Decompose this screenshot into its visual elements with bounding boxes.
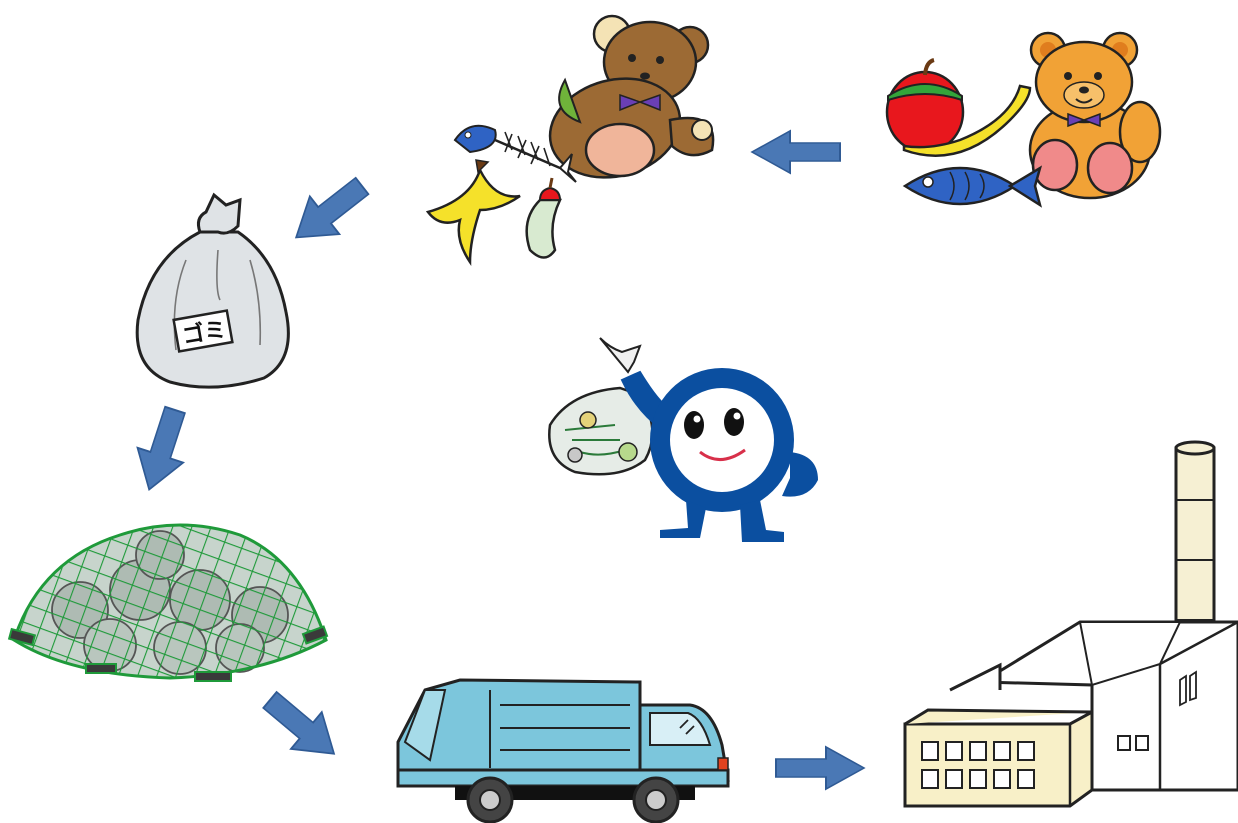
arrow-down-icon <box>125 401 199 498</box>
garbage-bag-icon: ゴミ <box>135 192 290 389</box>
apple-core-icon <box>525 177 562 259</box>
mascot-holding-bag-icon <box>548 337 818 542</box>
banana-icon <box>902 84 1032 157</box>
garbage-truck-icon <box>396 678 730 823</box>
fish-bone-peel-old-teddy-bear-icon <box>425 14 715 267</box>
mascot-bag-icon <box>548 337 654 476</box>
fish-icon <box>902 165 1043 208</box>
teddy-bear-icon <box>1028 31 1162 200</box>
bag-label: ゴミ <box>172 309 234 353</box>
apple-icon <box>885 58 965 154</box>
old-teddy-bear-icon <box>548 14 715 179</box>
arrow-right-icon <box>775 746 865 790</box>
arrow-left-icon <box>751 130 841 174</box>
arrow-down-right-icon <box>253 680 351 774</box>
banana-peel-icon <box>425 159 521 267</box>
arrow-down-left-icon <box>280 166 378 258</box>
incineration-plant-icon <box>903 440 1238 808</box>
apple-banana-fish-teddy-bear-icon <box>885 31 1162 208</box>
netted-garbage-pile-icon <box>7 523 329 682</box>
fish-bone-icon <box>453 124 577 183</box>
